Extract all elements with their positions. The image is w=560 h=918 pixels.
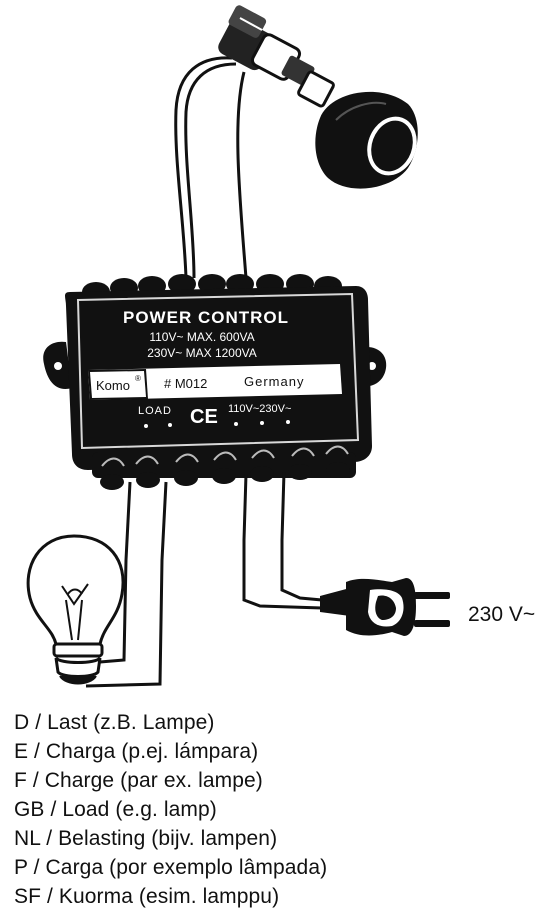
module-country: Germany <box>244 374 304 389</box>
load-label: LOAD <box>138 405 172 417</box>
supply-wires <box>242 471 323 610</box>
legend-line-de: D / Last (z.B. Lampe) <box>14 711 215 734</box>
input-voltage-label: 110V~230V~ <box>228 403 291 415</box>
load-wires <box>85 481 168 688</box>
legend-line-es: E / Charga (p.ej. lámpara) <box>14 740 259 763</box>
language-legend: D / Last (z.B. Lampe) E / Charga (p.ej. … <box>14 708 554 911</box>
module-rating-230: 230V~ MAX 1200VA <box>147 346 257 360</box>
module-brand-mark: ® <box>135 374 141 383</box>
supply-voltage-label: 230 V~ <box>468 603 535 626</box>
legend-line-gb: GB / Load (e.g. lamp) <box>14 798 217 821</box>
legend-line-nl: NL / Belasting (bijv. lampen) <box>14 827 278 850</box>
potentiometer-icon <box>218 5 335 108</box>
module-rating-110: 110V~ MAX. 600VA <box>149 330 254 344</box>
legend-line-fr: F / Charge (par ex. lampe) <box>14 769 263 792</box>
mains-plug-icon <box>320 578 450 636</box>
lamp-bulb-icon <box>26 534 125 685</box>
module-brand: Komo <box>96 378 130 393</box>
diagram-canvas: POWER CONTROL 110V~ MAX. 600VA 230V~ MAX… <box>26 5 535 688</box>
legend-line-fi: SF / Kuorma (esim. lamppu) <box>14 885 280 908</box>
knob-icon <box>315 91 418 189</box>
module-model: # M012 <box>164 376 207 391</box>
legend-line-pt: P / Carga (por exemplo lâmpada) <box>14 856 328 879</box>
ce-mark: CE <box>190 406 218 428</box>
module-title: POWER CONTROL <box>123 308 289 327</box>
power-control-module: POWER CONTROL 110V~ MAX. 600VA 230V~ MAX… <box>43 274 387 490</box>
potentiometer-wires <box>174 56 248 279</box>
